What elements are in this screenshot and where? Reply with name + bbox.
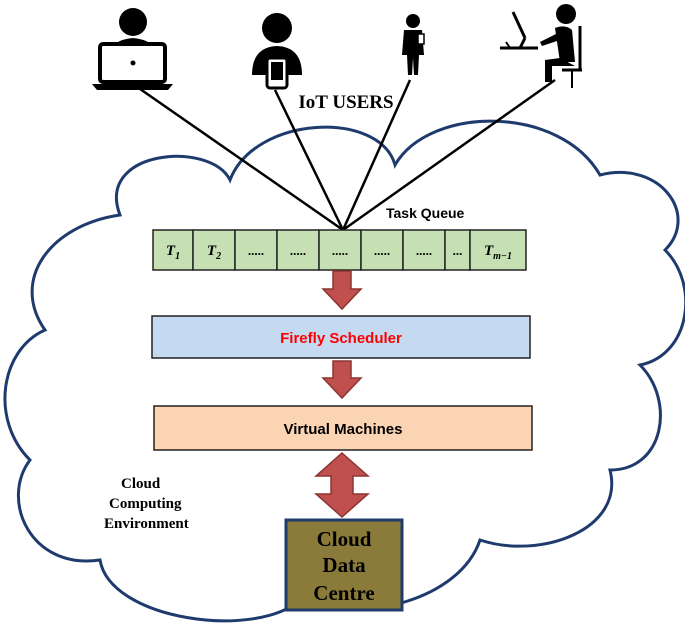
laptop-user-icon xyxy=(92,8,173,90)
cloud-environment-label: Cloud Computing Environment xyxy=(104,476,189,532)
queue-cell-base: T xyxy=(207,243,217,259)
line-mobile-user xyxy=(273,89,345,231)
queue-cell xyxy=(402,229,446,271)
queue-cell-subscript: m−1 xyxy=(493,251,512,262)
queue-cell-base: ... xyxy=(453,243,463,258)
queue-cell-base: ..... xyxy=(332,243,348,258)
queue-cell-base: ..... xyxy=(374,243,390,258)
virtual-machines-label: Virtual Machines xyxy=(284,421,403,438)
firefly-scheduler-box xyxy=(151,315,531,359)
queue-cell-label: Tm−1 xyxy=(484,243,512,262)
environment-line-2: Computing xyxy=(109,496,182,512)
queue-cell-subscript: 2 xyxy=(215,251,221,262)
datacentre-line-1: Cloud xyxy=(317,527,372,551)
datacentre-line-2: Data xyxy=(322,553,366,577)
queue-cell xyxy=(360,229,404,271)
queue-cell-base: T xyxy=(484,243,494,259)
line-standing-user xyxy=(341,79,412,231)
queue-cell-label: ... xyxy=(453,243,463,258)
queue-cell-subscript: 1 xyxy=(175,251,180,262)
user-connection-lines xyxy=(129,78,556,232)
queue-cell xyxy=(234,229,278,271)
iot-users-label: IoT USERS xyxy=(298,92,393,113)
queue-to-scheduler-arrow xyxy=(321,270,363,311)
queue-cell-label: ..... xyxy=(374,243,390,258)
queue-cell xyxy=(469,229,527,271)
queue-cell-base: T xyxy=(166,243,176,259)
cloud-data-centre-label: Cloud Data Centre xyxy=(313,527,374,605)
scheduler-to-vm-arrow xyxy=(321,360,363,400)
datacentre-line-3: Centre xyxy=(313,581,374,605)
line-desktop-user xyxy=(342,78,556,232)
line-laptop-user xyxy=(129,80,344,232)
queue-cell xyxy=(318,229,362,271)
environment-line-1: Cloud xyxy=(121,476,161,492)
queue-cell-label: T1 xyxy=(166,243,180,262)
queue-cell xyxy=(152,229,194,271)
queue-cell-label: ..... xyxy=(248,243,264,258)
standing-user-icon xyxy=(402,14,425,75)
vm-datacentre-double-arrow xyxy=(314,451,370,519)
desktop-user-icon xyxy=(500,4,582,88)
mobile-user-icon xyxy=(252,13,302,90)
queue-cell-base: ..... xyxy=(248,243,264,258)
firefly-scheduler-label: Firefly Scheduler xyxy=(280,330,402,347)
virtual-machines-box xyxy=(153,405,533,451)
queue-cell-label: ..... xyxy=(416,243,432,258)
cloud-data-centre-box xyxy=(284,518,404,612)
queue-cell-base: ..... xyxy=(416,243,432,258)
task-queue-label: Task Queue xyxy=(386,205,465,221)
queue-cell-label: ..... xyxy=(290,243,306,258)
queue-cell xyxy=(276,229,320,271)
environment-line-3: Environment xyxy=(104,516,189,532)
queue-cell-label: T2 xyxy=(207,243,221,262)
queue-cell-label: ..... xyxy=(332,243,348,258)
queue-cell xyxy=(444,229,471,271)
queue-cell-base: ..... xyxy=(290,243,306,258)
